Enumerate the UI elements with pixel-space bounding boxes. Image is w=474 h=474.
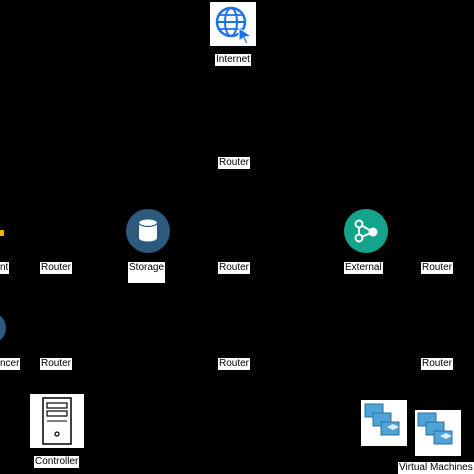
globe-cursor-icon <box>210 2 256 46</box>
controller-label: Controller <box>34 456 80 468</box>
left-bottom-label: ncer <box>0 358 21 370</box>
external-label: External <box>344 262 383 274</box>
router-label: Router <box>421 358 454 370</box>
left-top-label: nt <box>0 262 10 274</box>
internet-label: Internet <box>215 54 251 66</box>
internet-node[interactable] <box>210 2 256 46</box>
controller-node[interactable] <box>30 394 84 448</box>
virtual-machines-icon <box>361 400 461 456</box>
storage-label: Storage <box>128 262 166 283</box>
virtual-machines-label: Virtual Machines <box>398 462 474 474</box>
router-label: Router <box>218 157 251 169</box>
router-label: Router <box>218 262 251 274</box>
router-label: Router <box>40 262 73 274</box>
router-label: Router <box>40 358 73 370</box>
database-icon <box>126 209 170 253</box>
router-label: Router <box>218 358 251 370</box>
share-network-icon <box>344 209 388 253</box>
storage-node[interactable] <box>125 208 171 254</box>
server-tower-icon <box>30 394 84 448</box>
key-icon <box>0 230 4 236</box>
load-balancer-icon <box>0 315 6 341</box>
left-top-node[interactable] <box>0 226 6 238</box>
virtual-machines-node[interactable] <box>361 400 461 458</box>
external-node[interactable] <box>343 208 389 254</box>
router-label: Router <box>421 262 454 274</box>
left-bottom-node[interactable] <box>0 312 8 344</box>
